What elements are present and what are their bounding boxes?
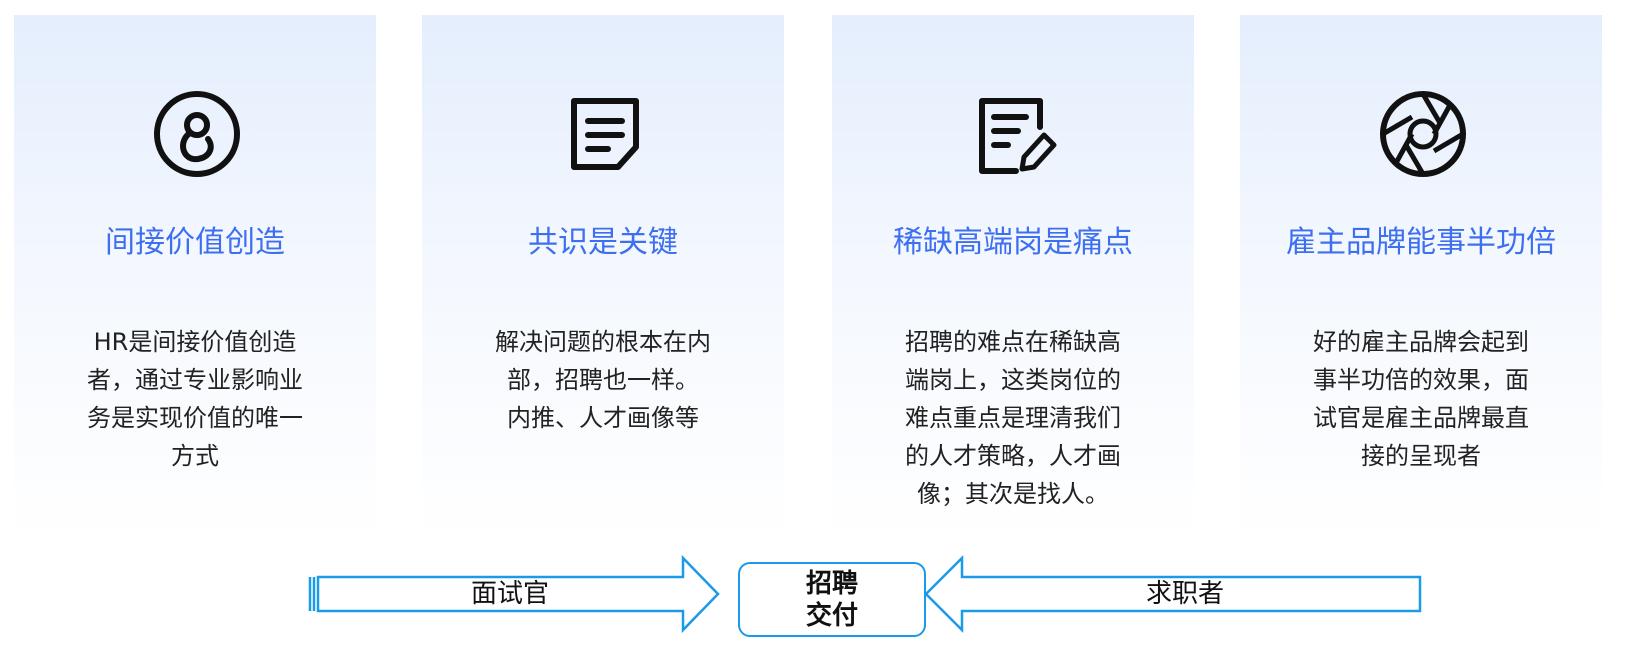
recruitment-delivery-box: 招聘 交付 xyxy=(738,562,926,637)
card-title: 雇主品牌能事半功倍 xyxy=(1286,225,1556,260)
card-title: 稀缺高端岗是痛点 xyxy=(893,225,1133,260)
center-line-2: 交付 xyxy=(805,600,858,631)
card-title: 共识是关键 xyxy=(528,225,678,260)
card-consensus: 共识是关键 解决问题的根本在内 部，招聘也一样。 内推、人才画像等 xyxy=(422,15,784,540)
card-indirect-value: 间接价值创造 HR是间接价值创造 者，通过专业影响业 务是实现价值的唯一 方式 xyxy=(14,15,376,540)
card-title: 间接价值创造 xyxy=(105,225,285,260)
card-body: 招聘的难点在稀缺高 端岗上，这类岗位的 难点重点是理清我们 的人才策略，人才画 … xyxy=(905,328,1121,508)
candidate-label: 求职者 xyxy=(1145,579,1224,609)
document-edit-icon xyxy=(970,89,1060,179)
document-lines-icon xyxy=(560,89,650,179)
card-scarce-roles: 稀缺高端岗是痛点 招聘的难点在稀缺高 端岗上，这类岗位的 难点重点是理清我们 的… xyxy=(832,15,1194,540)
person-circle-icon xyxy=(152,89,242,179)
aperture-icon xyxy=(1378,89,1468,179)
card-body: HR是间接价值创造 者，通过专业影响业 务是实现价值的唯一 方式 xyxy=(87,328,303,470)
card-body: 解决问题的根本在内 部，招聘也一样。 内推、人才画像等 xyxy=(495,328,711,432)
card-employer-brand: 雇主品牌能事半功倍 好的雇主品牌会起到 事半功倍的效果，面 试官是雇主品牌最直 … xyxy=(1240,15,1602,540)
center-line-1: 招聘 xyxy=(805,568,858,599)
card-body: 好的雇主品牌会起到 事半功倍的效果，面 试官是雇主品牌最直 接的呈现者 xyxy=(1313,328,1529,470)
interviewer-label: 面试官 xyxy=(470,579,549,609)
